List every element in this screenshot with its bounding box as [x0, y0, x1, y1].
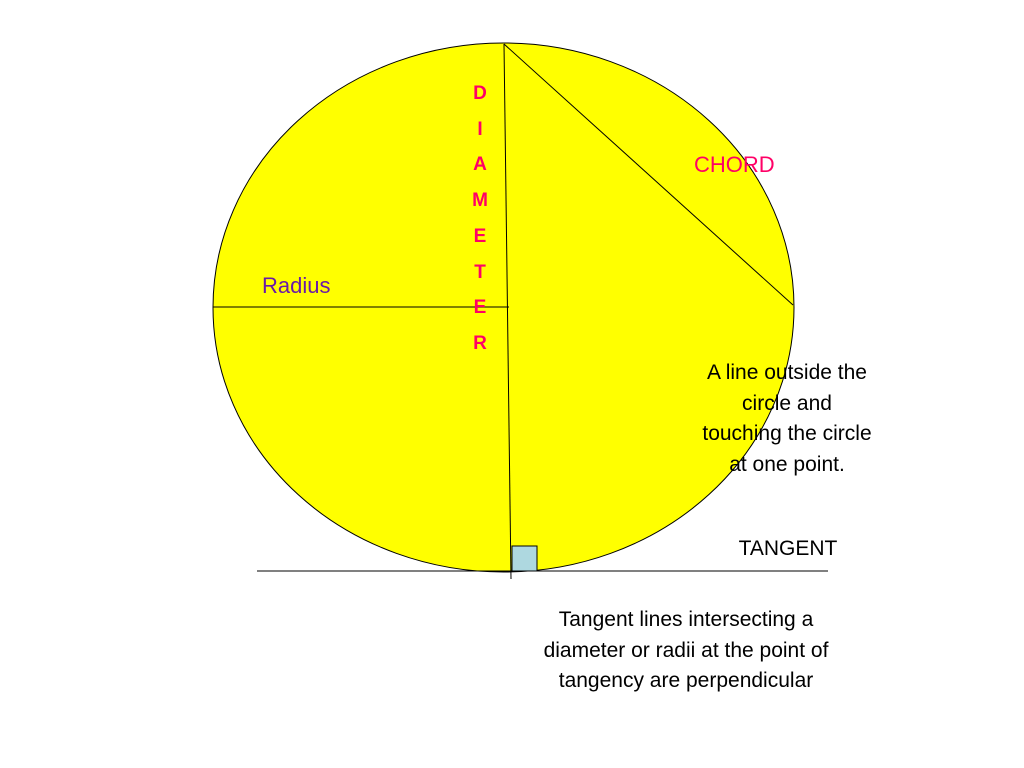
- perpendicular-note-text: Tangent lines intersecting a diameter or…: [543, 608, 829, 692]
- diameter-letter: T: [474, 261, 486, 283]
- diameter-line: [503, 43, 512, 580]
- diameter-letter: E: [473, 297, 487, 319]
- chord-label: CHORD: [694, 152, 775, 177]
- diameter-letter: M: [472, 190, 488, 212]
- diameter-label: D I A M E T E R: [464, 76, 496, 362]
- diameter-letter: D: [473, 83, 487, 104]
- radius-label: Radius: [262, 273, 331, 298]
- tangent-label: TANGENT: [738, 537, 838, 560]
- right-angle-marker: [511, 545, 538, 572]
- diameter-letter: E: [473, 225, 487, 247]
- chord-line: [503, 43, 794, 306]
- diameter-letter: I: [477, 118, 483, 140]
- diameter-letter: A: [473, 154, 487, 176]
- diameter-letter: R: [473, 332, 487, 354]
- tangent-definition-text: A line outside the circle and touching t…: [702, 361, 872, 476]
